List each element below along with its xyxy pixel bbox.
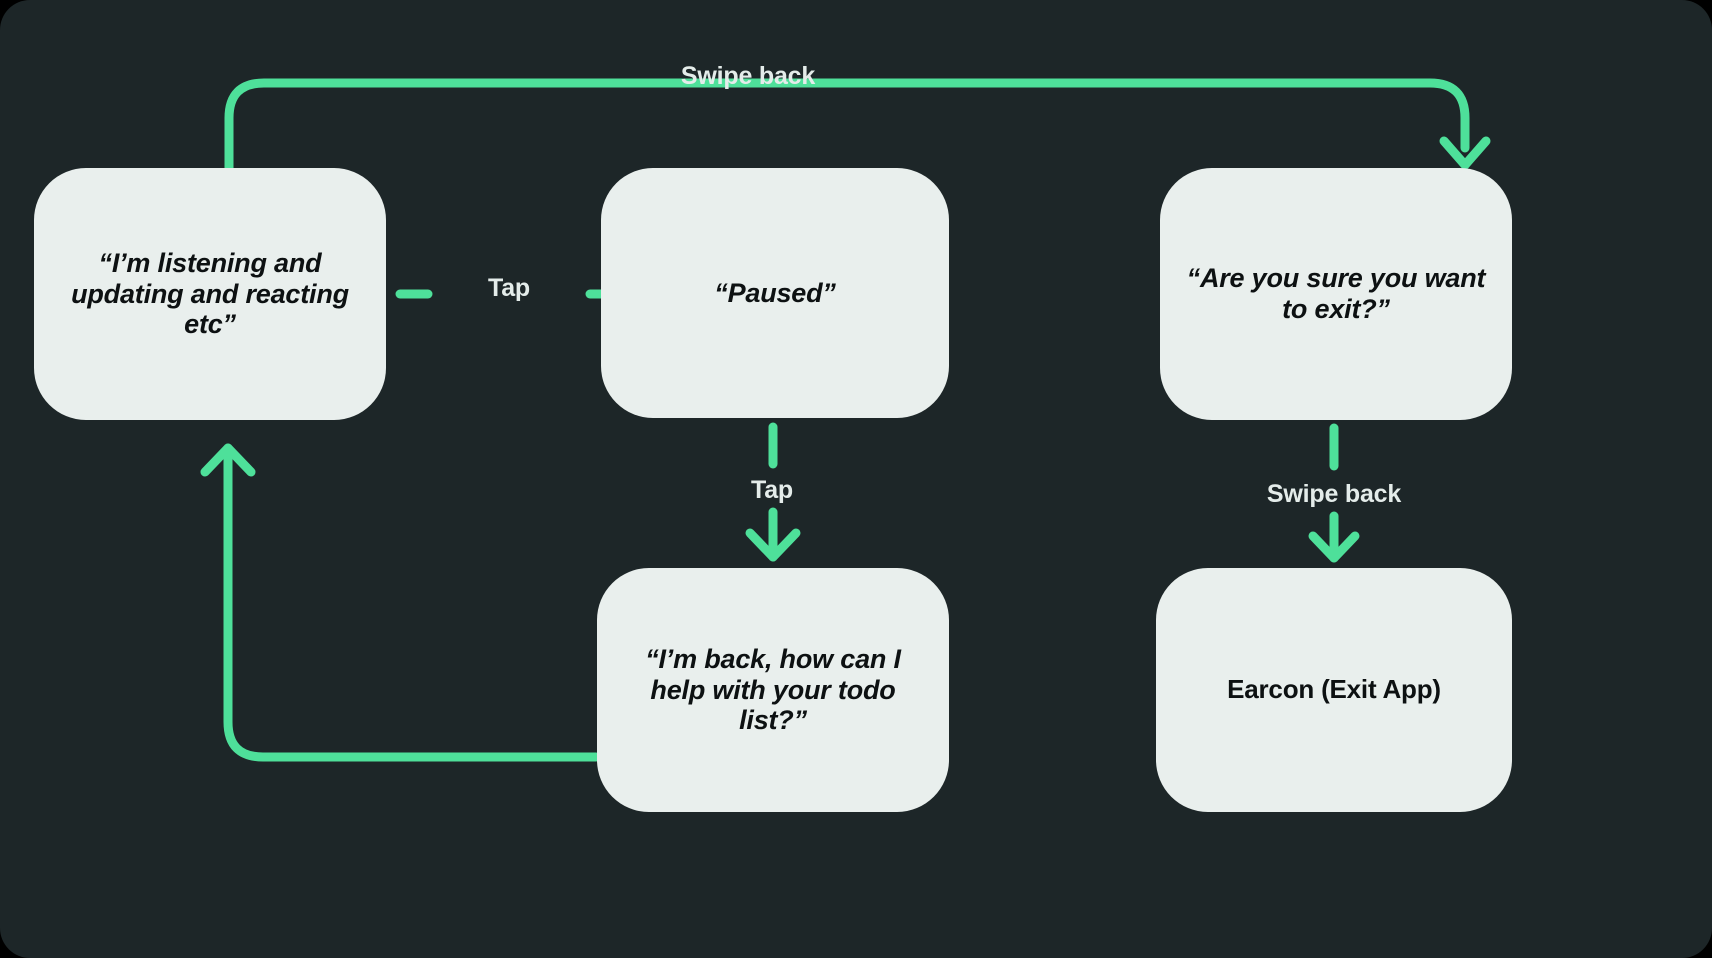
node-confirm-exit-label: “Are you sure you want to exit?” xyxy=(1186,263,1486,324)
arrowhead-up-listening xyxy=(200,443,256,477)
arrowhead-down-earcon xyxy=(1308,531,1360,563)
node-paused[interactable]: “Paused” xyxy=(601,168,949,418)
arrowhead-down-imback xyxy=(745,528,801,562)
node-earcon[interactable]: Earcon (Exit App) xyxy=(1156,568,1512,812)
node-confirm-exit[interactable]: “Are you sure you want to exit?” xyxy=(1160,168,1512,420)
node-listening-label: “I’m listening and updating and reacting… xyxy=(71,247,349,340)
edge-label-tap-horizontal: Tap xyxy=(488,274,530,302)
node-listening[interactable]: “I’m listening and updating and reacting… xyxy=(34,168,386,420)
node-im-back-label: “I’m back, how can I help with your todo… xyxy=(645,643,901,736)
node-im-back[interactable]: “I’m back, how can I help with your todo… xyxy=(597,568,949,812)
edge-label-tap-vertical: Tap xyxy=(751,476,793,504)
arrowhead-down-confirm xyxy=(1439,136,1491,170)
edge-label-swipe-back-top: Swipe back xyxy=(680,62,816,90)
edge-listening-to-confirm xyxy=(224,78,1491,173)
node-paused-label: “Paused” xyxy=(714,277,836,308)
edge-imback-to-listening xyxy=(200,443,601,762)
node-earcon-label: Earcon (Exit App) xyxy=(1227,674,1441,705)
edge-label-swipe-back-right: Swipe back xyxy=(1266,480,1402,508)
